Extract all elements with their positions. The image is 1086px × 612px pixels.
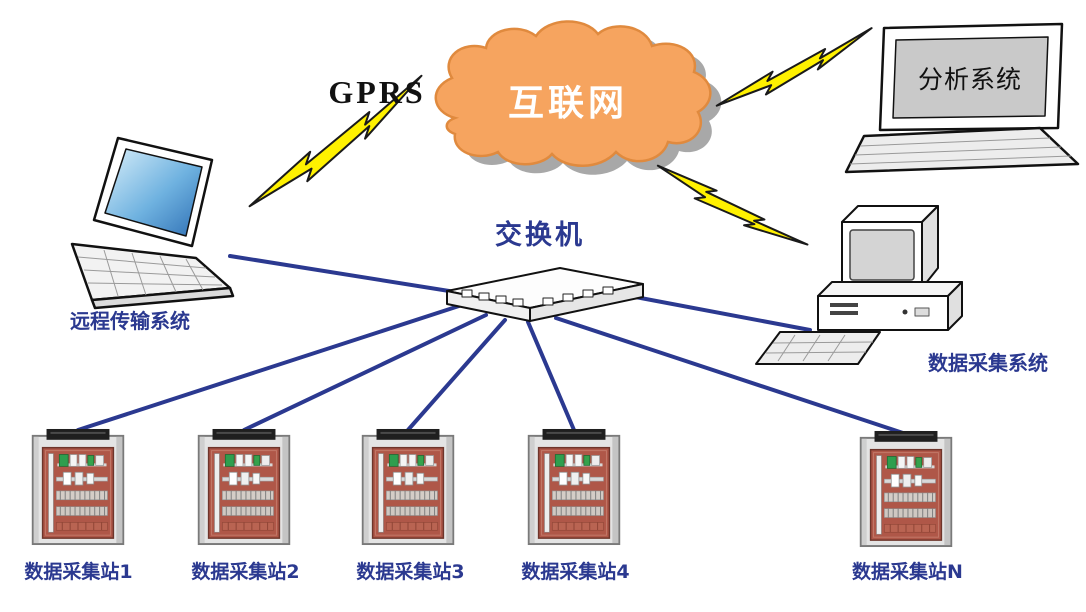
station-label-2: 数据采集站2 <box>191 561 300 583</box>
cabinet-icon <box>858 430 954 548</box>
lightning-laptop-cloud <box>231 76 440 209</box>
case-button <box>914 307 930 317</box>
cabinet-icon <box>30 428 126 546</box>
link-switch-station4 <box>526 320 576 432</box>
desktop-keys <box>765 334 874 362</box>
link-switch-station3 <box>406 318 507 432</box>
link-laptop-switch <box>228 254 470 296</box>
cabinet-icon <box>526 428 622 546</box>
analysis-keyboard <box>844 126 1080 174</box>
internet-cloud <box>434 20 722 175</box>
link-switch-computer <box>628 294 812 332</box>
collection-computer-icon <box>755 205 963 365</box>
link-switch-stationN <box>554 316 908 436</box>
wired-connections <box>76 254 908 436</box>
station-label-3: 数据采集站3 <box>356 561 465 583</box>
station-cabinet-N <box>858 430 954 548</box>
case-top <box>817 281 963 297</box>
analysis-system-label: 分析系统 <box>917 65 1022 94</box>
switch-ports <box>461 286 614 307</box>
switch-label: 交换机 <box>495 220 585 251</box>
collection-system-label: 数据采集系统 <box>928 351 1048 375</box>
cabinet-icon <box>360 428 456 546</box>
switch-icon <box>446 267 644 322</box>
crt-side <box>921 205 939 289</box>
lightning-cloud-collection <box>656 141 807 272</box>
link-switch-station1 <box>76 303 464 432</box>
analysis-keys <box>849 137 1072 165</box>
link-switch-station2 <box>242 313 488 432</box>
crt-screen <box>849 229 915 281</box>
laptop-screen <box>104 148 203 237</box>
station-cabinet-2 <box>196 428 292 546</box>
gprs-label: GPRS <box>328 74 426 110</box>
station-label-4: 数据采集站4 <box>521 561 630 583</box>
remote-system-label: 远程传输系统 <box>70 309 190 333</box>
remote-laptop-icon <box>70 136 235 310</box>
internet-label: 互联网 <box>507 83 628 124</box>
station-cabinet-1 <box>30 428 126 546</box>
desktop-keyboard <box>755 331 881 365</box>
lightning-cloud-analysis <box>708 28 881 108</box>
station-label-1: 数据采集站1 <box>24 561 133 583</box>
station-label-N: 数据采集站N <box>852 561 963 583</box>
power-led <box>902 309 908 315</box>
drive-slot-1 <box>830 303 858 307</box>
cloud-shape <box>434 20 712 167</box>
laptop-keys <box>77 249 223 297</box>
wireless-links <box>231 28 881 271</box>
analysis-screen <box>892 36 1049 119</box>
station-cabinet-3 <box>360 428 456 546</box>
station-cabinet-4 <box>526 428 622 546</box>
cabinet-icon <box>196 428 292 546</box>
drive-slot-2 <box>830 311 858 315</box>
analysis-laptop-icon <box>844 22 1080 174</box>
laptop-front-edge <box>90 286 235 310</box>
